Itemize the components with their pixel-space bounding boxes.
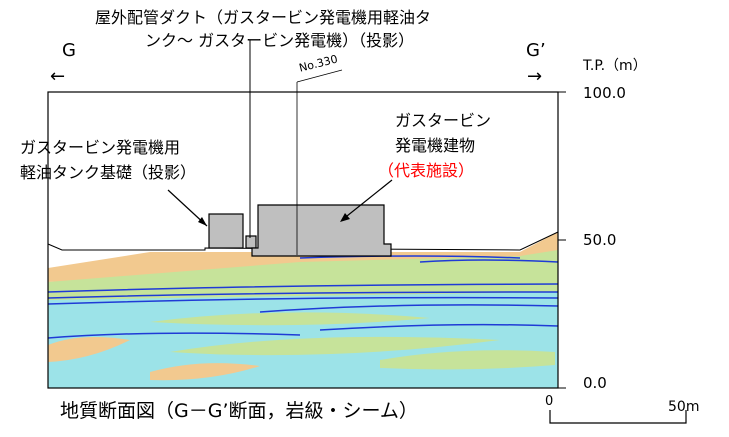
green-lens-right: [380, 350, 555, 370]
elevation-tick-100: 100.0: [583, 84, 626, 102]
tank-foundation: [208, 213, 244, 249]
duct-title-line2: ンク～ ガスタービン発電機）（投影）: [145, 31, 415, 50]
scale-start-label: 0: [545, 394, 554, 409]
building-leader-arrowhead: [340, 213, 350, 222]
tank-annotation-line1: ガスタービン発電機用: [20, 138, 181, 157]
scale-end-label: 50m: [668, 399, 700, 415]
elevation-tick-50: 50.0: [583, 231, 617, 249]
tank-annotation-line2: 軽油タンク基礎（投影）: [20, 163, 197, 182]
green-rock-layer: [48, 250, 558, 300]
generator-building: [251, 204, 392, 257]
green-lens-1: [150, 312, 430, 326]
building-annotation-line2: 発電機建物: [395, 136, 476, 155]
figure-caption: 地質断面図（G－G’断面，岩級・シーム）: [60, 400, 418, 422]
section-right-label: G’: [526, 40, 546, 61]
upper-soil-layer: [48, 232, 558, 282]
green-lens-2: [170, 336, 500, 356]
scale-bar: [549, 410, 687, 424]
duct-title-line1: 屋外配管ダクト（ガスタービン発電機用軽油タ: [95, 8, 432, 27]
tan-lens-mid: [150, 363, 260, 381]
elevation-unit-label: T.P.（m）: [583, 58, 647, 74]
seam-lines: [47, 255, 559, 339]
section-left-label: G: [62, 40, 76, 61]
tan-lens-left: [48, 336, 130, 362]
building-leader-line: [341, 179, 393, 221]
ground-surface: [47, 231, 559, 251]
elevation-axis: [558, 91, 566, 389]
marker-label-underline: [296, 69, 343, 83]
tank-leader-arrowhead: [198, 217, 207, 226]
building-annotation-line3: （代表施設）: [378, 161, 475, 180]
pipe-duct: [245, 235, 257, 249]
left-arrow-icon: ←: [50, 66, 66, 87]
building-annotation-line1: ガスタービン: [395, 111, 492, 130]
right-arrow-icon: →: [527, 66, 543, 87]
elevation-tick-0: 0.0: [583, 374, 607, 392]
